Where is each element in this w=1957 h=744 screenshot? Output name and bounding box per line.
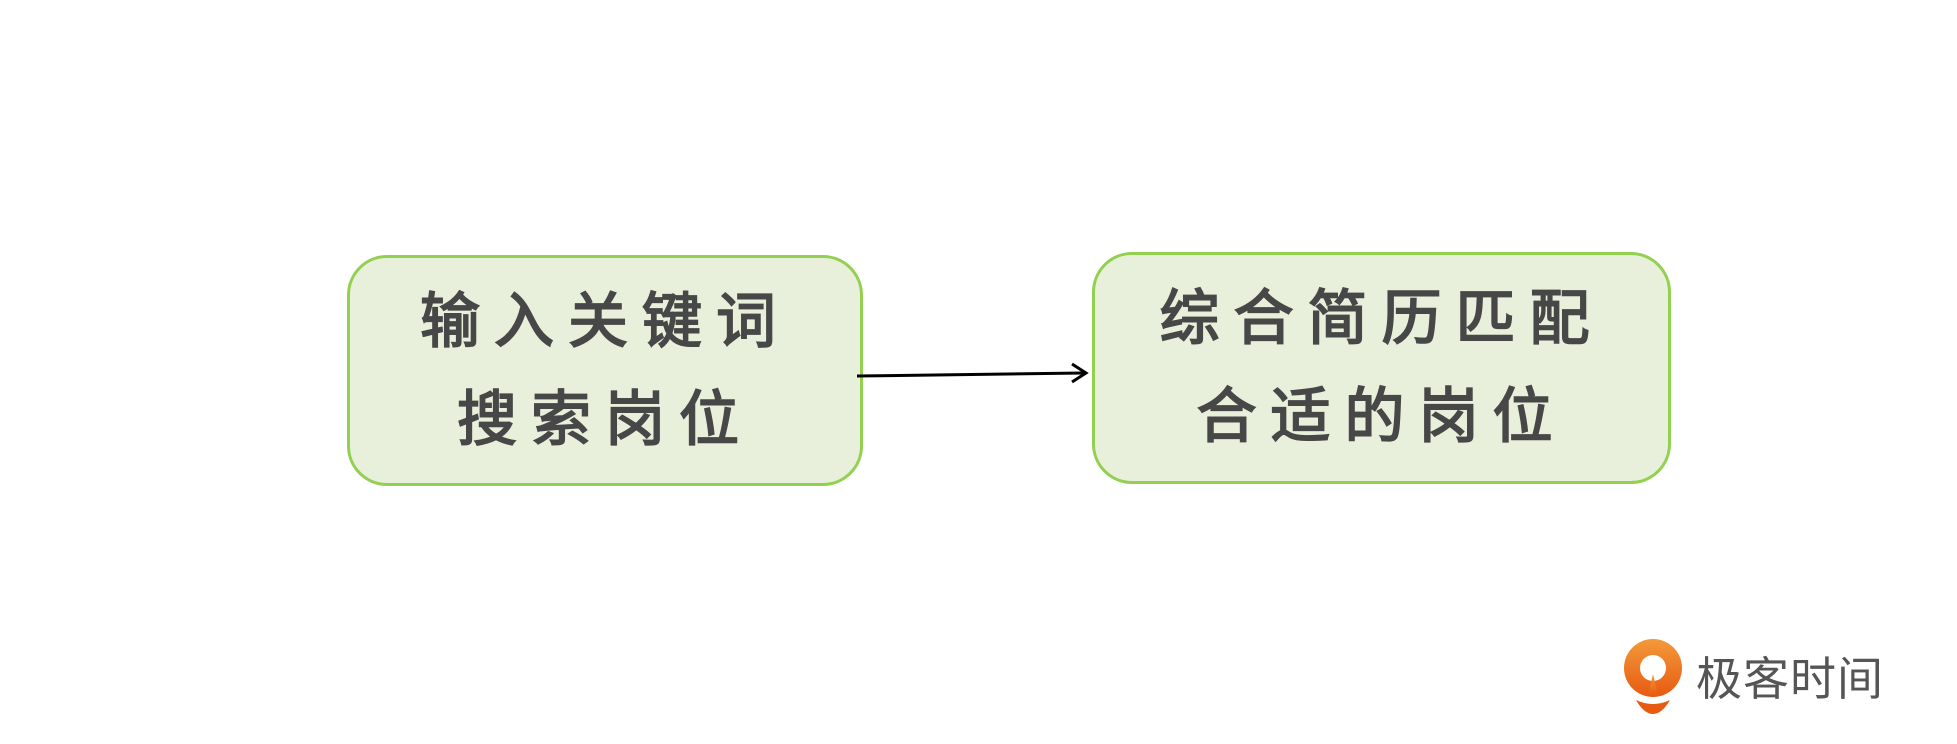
node-match-resume: 综合简历匹配 合适的岗位 xyxy=(1092,252,1671,484)
node-text-line: 综合简历匹配 xyxy=(1159,284,1604,354)
geektime-logo: 极客时间 xyxy=(1622,638,1884,714)
logo-text: 极客时间 xyxy=(1696,652,1884,706)
logo-icon xyxy=(1624,639,1682,714)
node-text-line: 输入关键词 xyxy=(420,286,790,357)
node-text-line: 合适的岗位 xyxy=(1196,382,1567,452)
node-input-keyword: 输入关键词 搜索岗位 xyxy=(347,255,863,486)
node-text-line: 搜索岗位 xyxy=(457,384,753,455)
